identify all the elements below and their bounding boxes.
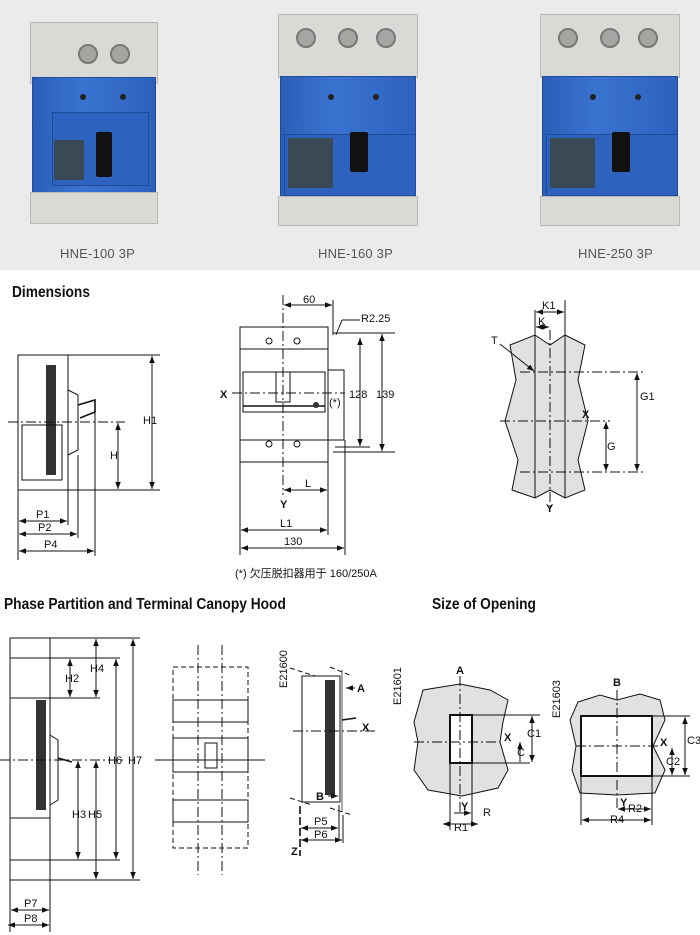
section-title-size-of-opening: Size of Opening xyxy=(432,596,536,613)
product-caption-hne-250: HNE-250 3P xyxy=(578,246,653,261)
dim-label-139: 139 xyxy=(376,389,394,401)
dim-label-h: H xyxy=(110,450,118,462)
dim-label-h6: H6 xyxy=(108,755,122,767)
section-title-dimensions: Dimensions xyxy=(12,284,90,301)
drawing-code: E21600 xyxy=(278,650,290,688)
product-caption-hne-100: HNE-100 3P xyxy=(60,246,135,261)
axis-label-x: X xyxy=(660,737,668,749)
dim-label-t: T xyxy=(491,335,498,347)
dim-label-p7: P7 xyxy=(24,898,37,910)
dim-label-l: L xyxy=(305,478,311,490)
dim-label-c1: C1 xyxy=(527,728,541,740)
axis-label-y: Y xyxy=(461,801,469,813)
phase-partition-front-view xyxy=(155,645,265,875)
dim-label-r2: R2 xyxy=(628,803,642,815)
axis-label-x: X xyxy=(582,409,590,421)
arrow-label-b: B xyxy=(316,791,324,803)
breaker-image-hne-250 xyxy=(540,14,680,226)
opening-diagram-b: B E21603 X C3 C2 Y R2 R4 xyxy=(551,677,700,826)
dim-label-p5: P5 xyxy=(314,816,327,828)
axis-label-x: X xyxy=(362,722,370,734)
dim-label-130: 130 xyxy=(284,536,302,548)
undervoltage-note-marker: (*) xyxy=(329,397,341,409)
dim-label-p8: P8 xyxy=(24,913,37,925)
dimensions-side-view: H1 H P1 P2 P4 xyxy=(8,354,160,560)
product-caption-hne-160: HNE-160 3P xyxy=(318,246,393,261)
axis-label-x: X xyxy=(504,732,512,744)
canopy-hood-side-view: H4 H2 H6 H7 H3 H5 P7 P8 xyxy=(0,637,142,932)
dim-label-r: R xyxy=(483,807,491,819)
dim-label-h2: H2 xyxy=(65,673,79,685)
dim-label-128: 128 xyxy=(349,389,367,401)
axis-label-y: Y xyxy=(546,503,554,515)
phase-partition-profile-view: E21600 A X B P5 P6 Z xyxy=(278,650,378,858)
dim-label-p4: P4 xyxy=(44,539,57,551)
dim-label-p6: P6 xyxy=(314,829,327,841)
dim-label-h4: H4 xyxy=(90,663,104,675)
product-photo-strip: HNE-100 3P HNE-160 3P HNE-250 3P xyxy=(0,0,700,270)
dim-label-k1: K1 xyxy=(542,300,555,312)
dim-label-g1: G1 xyxy=(640,391,655,403)
dim-label-r1: R1 xyxy=(454,822,468,834)
dim-label-60: 60 xyxy=(303,294,315,306)
section-title-phase-partition: Phase Partition and Terminal Canopy Hood xyxy=(4,596,286,613)
dim-label-h5: H5 xyxy=(88,809,102,821)
opening-title-b: B xyxy=(613,677,621,689)
axis-label-y: Y xyxy=(620,797,628,809)
arrow-label-a: A xyxy=(357,683,365,695)
dim-label-l1: L1 xyxy=(280,518,292,530)
drawing-code: E21603 xyxy=(551,680,563,718)
dim-label-r4: R4 xyxy=(610,814,624,826)
opening-diagram-a: A E21601 X C1 C Y R R1 xyxy=(392,665,541,834)
dim-label-h1: H1 xyxy=(143,415,157,427)
dim-label-c: C xyxy=(517,747,525,759)
dim-label-p1: P1 xyxy=(36,509,49,521)
axis-label-z: Z xyxy=(291,846,298,858)
dimensions-front-view: 60 R2.25 X 128 139 (*) Y L L1 130 (*) 欠压… xyxy=(220,294,395,580)
opening-title-a: A xyxy=(456,665,464,677)
axis-label-x: X xyxy=(220,389,228,401)
dim-label-k: K xyxy=(538,316,546,328)
dim-label-p2: P2 xyxy=(38,522,51,534)
dim-label-h3: H3 xyxy=(72,809,86,821)
breaker-image-hne-100 xyxy=(30,22,158,224)
dim-label-g: G xyxy=(607,441,616,453)
dim-label-c2: C2 xyxy=(666,756,680,768)
drawing-code: E21601 xyxy=(392,667,404,705)
dim-label-h7: H7 xyxy=(128,755,142,767)
dim-label-c3: C3 xyxy=(687,735,700,747)
axis-label-y: Y xyxy=(280,499,288,511)
footnote: (*) 欠压脱扣器用于 160/250A xyxy=(235,566,377,580)
breaker-image-hne-160 xyxy=(278,14,418,226)
dim-label-r2-25: R2.25 xyxy=(361,313,390,325)
mounting-hole-diagram: K1 K T G1 G X Y xyxy=(491,300,655,515)
